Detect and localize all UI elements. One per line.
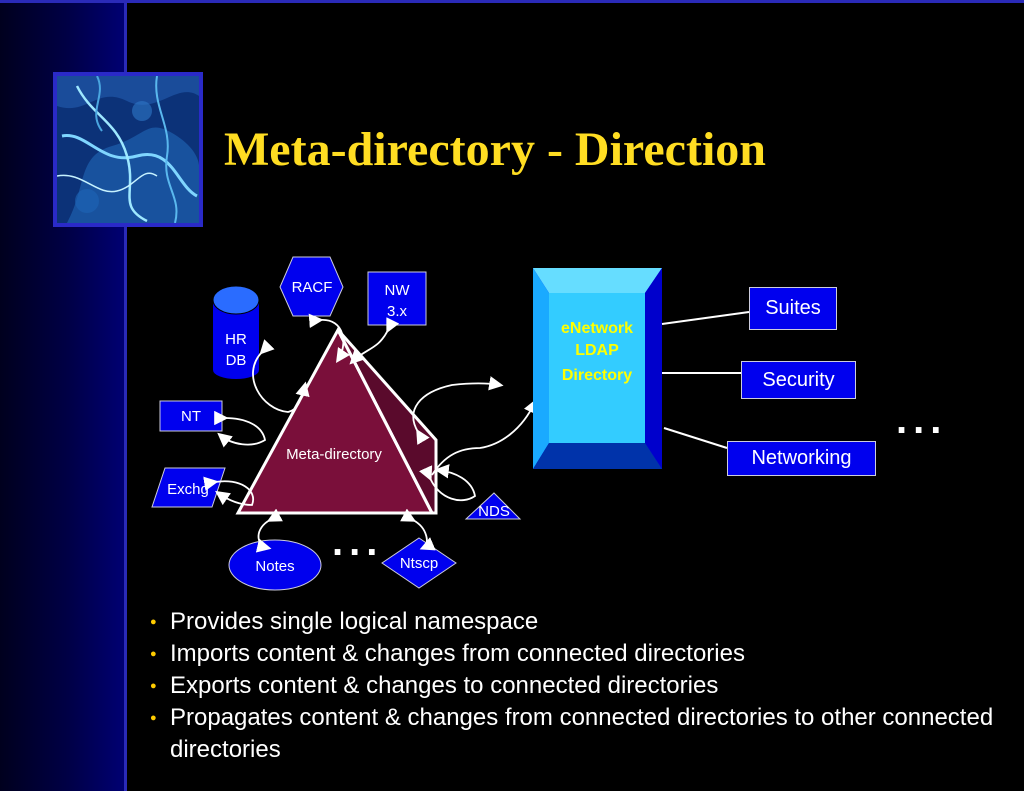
bullet-list: Provides single logical namespace Import… [150, 606, 1010, 766]
arrow-racf [308, 313, 350, 363]
ntscp-label: Ntscp [400, 555, 438, 572]
ldap-directory [533, 268, 662, 469]
nds-triangle [464, 492, 522, 520]
bullet-item: Provides single logical namespace [150, 606, 1010, 638]
arrow-ntscp [400, 508, 436, 551]
hr-db-label-line1: HR [225, 331, 247, 348]
arrow-exchg [203, 476, 255, 506]
pyramid-label: Meta-directory [286, 446, 382, 463]
exchg-label: Exchg [167, 481, 209, 498]
networking-box: Networking [727, 441, 876, 476]
nt-label: NT [181, 408, 201, 425]
ldap-label-line1: eNetwork [561, 320, 633, 337]
nw-label-line1: NW [385, 282, 411, 299]
sidebar-divider [124, 0, 127, 791]
connection-arrows [203, 313, 537, 553]
hr-db-label-line2: DB [226, 352, 247, 369]
services-ellipsis: ... [896, 398, 948, 442]
bullet-item: Propagates content & changes from connec… [150, 702, 1010, 766]
ldap-label-line2: LDAP [575, 342, 619, 359]
arrow-nw [349, 317, 400, 365]
meta-directory-pyramid [235, 326, 438, 515]
racf-label: RACF [292, 279, 333, 296]
suites-box: Suites [749, 287, 837, 330]
arrow-lower-ldap [431, 398, 537, 476]
texture-graphic [57, 76, 199, 223]
arrow-notes [255, 508, 283, 553]
service-lines [661, 311, 750, 449]
security-box: Security [741, 361, 856, 399]
bullet-item: Exports content & changes to connected d… [150, 670, 1010, 702]
hr-db-cylinder [212, 285, 260, 379]
slide-title: Meta-directory - Direction [224, 123, 766, 176]
ntscp-diamond [381, 537, 457, 589]
texture-logo-image [53, 72, 203, 227]
sources-ellipsis: ... [332, 520, 384, 564]
nw-box [367, 271, 427, 326]
nds-label: NDS [478, 503, 510, 520]
notes-label: Notes [255, 558, 294, 575]
meta-directory-diagram: Meta-directory RACF NW 3.x HR DB NT Exch… [151, 256, 750, 591]
top-border [0, 0, 1024, 3]
nw-label-line2: 3.x [387, 303, 408, 320]
arrow-nt [214, 410, 267, 448]
arrow-hr-db [252, 339, 310, 413]
arrow-upper-ldap [412, 376, 504, 445]
arrow-nds [418, 464, 476, 501]
ldap-label-line3: Directory [562, 367, 632, 384]
bullet-item: Imports content & changes from connected… [150, 638, 1010, 670]
nt-box [159, 400, 223, 432]
